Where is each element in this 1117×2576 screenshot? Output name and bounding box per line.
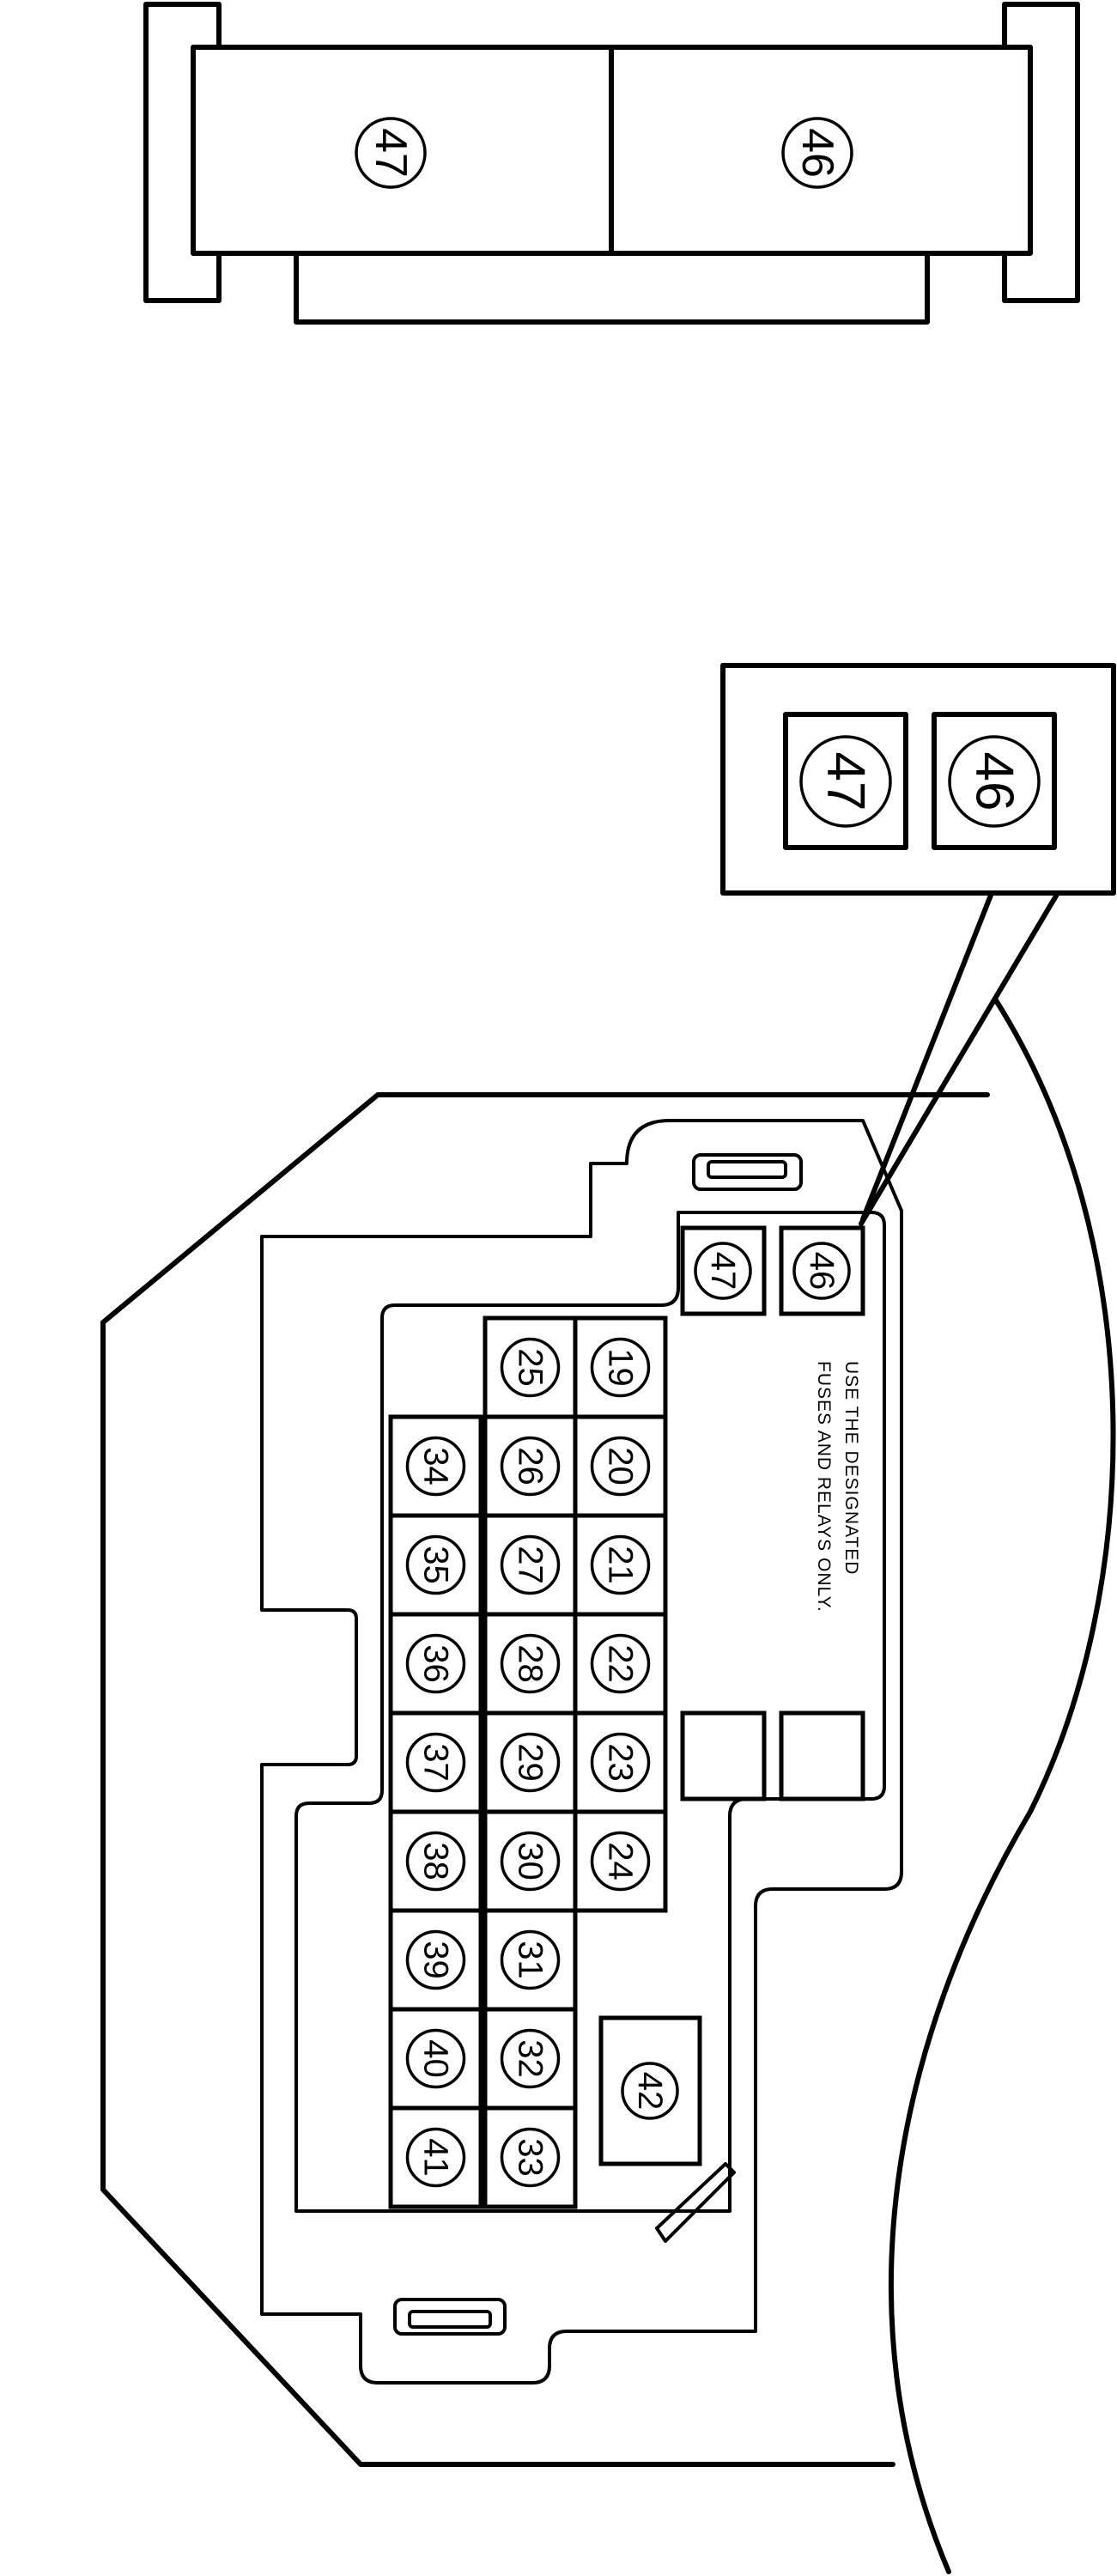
fuse-label-31: 31	[512, 1941, 549, 1979]
fuse-label-41: 41	[417, 2138, 455, 2177]
fuse-slot-21: 21	[573, 1513, 668, 1617]
relay-holder-label-47: 47	[366, 128, 416, 178]
fuse-label-32: 32	[512, 2039, 549, 2078]
fuse-slot-20: 20	[573, 1414, 668, 1518]
fuse-slot-27: 27	[483, 1513, 578, 1617]
fuse-box-bottom-clip	[393, 2298, 507, 2336]
fuse-label-34: 34	[417, 1447, 455, 1485]
box-relay-label-47: 47	[704, 1252, 742, 1291]
fuse-label-40: 40	[417, 2039, 455, 2078]
fuse-label-33: 33	[512, 2138, 549, 2177]
fuse-label-24: 24	[602, 1842, 640, 1880]
notice-line-1: USE THE DESIGNATED	[841, 1361, 861, 1575]
fuse-box-notice: USE THE DESIGNATED FUSES AND RELAYS ONLY…	[814, 1361, 861, 1613]
fuse-slot-41: 41	[388, 2105, 483, 2209]
fuse-slot-36: 36	[388, 1612, 483, 1716]
fuse-slot-32: 32	[483, 2007, 578, 2111]
fuse-slot-24: 24	[573, 1809, 668, 1913]
fuse-slot-34: 34	[388, 1414, 483, 1518]
callout-leader-inner	[859, 890, 1060, 1226]
fuse-box-trim-edge	[889, 998, 1116, 2574]
callout-label-47: 47	[817, 752, 876, 811]
relay-holder-slot-46: 46	[781, 117, 853, 189]
fuse-slot-39: 39	[388, 1908, 483, 2012]
fuse-slot-33: 33	[483, 2105, 578, 2209]
fuse-slot-30: 30	[483, 1809, 578, 1913]
callout-relay-46	[932, 712, 1057, 850]
fuse-slot-23: 23	[573, 1710, 668, 1814]
fuse-box: 47 46 USE THE DESIGNATED FUSES AND RELAY…	[100, 998, 1116, 2574]
fuse-slot-35: 35	[388, 1513, 483, 1617]
callout: 47 46	[720, 663, 1116, 1226]
fuse-box-housing	[100, 1092, 990, 2467]
fuse-box-top-clip	[692, 1153, 803, 1191]
fuse-slot-40: 40	[388, 2007, 483, 2111]
fuse-label-30: 30	[512, 1842, 549, 1880]
fuse-slot-29: 29	[483, 1710, 578, 1814]
fuse-slot-26: 26	[483, 1414, 578, 1518]
fuse-label-36: 36	[417, 1644, 455, 1683]
fuse-grid: 25 26 27 28 29 30 31 32 33 19 20 21 22 23 24 34 35 36 37 38…	[388, 1315, 668, 2209]
fuse-slot-22: 22	[573, 1612, 668, 1716]
fuse-label-39: 39	[417, 1941, 455, 1979]
fuse-label-21: 21	[602, 1546, 640, 1584]
empty-socket-1	[680, 1710, 767, 1801]
fuse-label-23: 23	[602, 1743, 640, 1782]
fuse-box-notch	[655, 2162, 736, 2243]
callout-leader-outer	[860, 890, 994, 1222]
fuse-slot-38: 38	[388, 1809, 483, 1913]
fuse-label-35: 35	[417, 1546, 455, 1584]
fuse-box-inner-panel	[260, 1119, 903, 2385]
empty-socket-2	[779, 1710, 865, 1801]
fuse-label-38: 38	[417, 1842, 455, 1880]
box-relay-label-46: 46	[803, 1252, 841, 1291]
large-fuse-label-42: 42	[631, 2072, 669, 2111]
fuse-label-26: 26	[512, 1447, 549, 1485]
callout-label-46: 46	[965, 752, 1024, 811]
fuse-label-28: 28	[512, 1644, 549, 1683]
fuse-label-27: 27	[512, 1546, 549, 1584]
fuse-slot-37: 37	[388, 1710, 483, 1814]
fuse-label-22: 22	[602, 1644, 640, 1683]
relay-holder-label-46: 46	[792, 128, 842, 178]
fuse-label-20: 20	[602, 1447, 640, 1485]
fuse-label-25: 25	[512, 1348, 549, 1387]
fuse-area-frame	[294, 1211, 886, 2213]
relay-holder-base	[294, 246, 930, 325]
relay-holder-slot-47: 47	[355, 117, 427, 189]
notice-line-2: FUSES AND RELAYS ONLY.	[814, 1361, 834, 1613]
fuse-slot-28: 28	[483, 1612, 578, 1716]
fuse-slot-25: 25	[483, 1315, 578, 1419]
fuse-label-19: 19	[602, 1348, 640, 1387]
relay-holder-detail: 47 46	[143, 2, 1080, 325]
callout-relay-47	[783, 712, 908, 850]
fuse-label-29: 29	[512, 1743, 549, 1782]
fuse-slot-31: 31	[483, 1908, 578, 2012]
fuse-label-37: 37	[417, 1743, 455, 1782]
fuse-slot-19: 19	[573, 1315, 668, 1419]
